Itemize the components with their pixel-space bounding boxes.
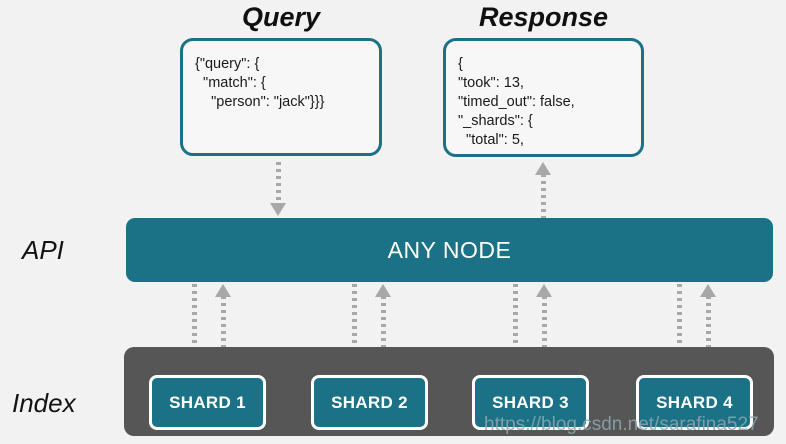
any-node-bar[interactable]: ANY NODE	[126, 218, 773, 282]
api-row-label: API	[22, 235, 64, 265]
arrow-head	[700, 284, 716, 297]
shard-box-4[interactable]: SHARD 4	[636, 375, 753, 430]
arrow-stem	[706, 296, 711, 375]
arrow-api-to-response	[535, 162, 551, 218]
arrow-stem	[381, 296, 386, 375]
arrow-stem	[541, 174, 546, 218]
arrow-head	[375, 284, 391, 297]
arrow-shard-4-to-api	[700, 284, 716, 375]
shard-label: SHARD 3	[492, 392, 569, 412]
arrow-head	[270, 203, 286, 216]
watermark-text: https://blog.csdn.net/sarafina527	[484, 414, 759, 435]
shard-label: SHARD 4	[656, 392, 733, 412]
response-title: Response	[478, 2, 609, 32]
arrow-stem	[352, 284, 357, 362]
arrow-shard-3-to-api	[536, 284, 552, 375]
index-row-label: Index	[12, 388, 76, 418]
arrow-head	[536, 284, 552, 297]
arrow-stem	[677, 284, 682, 362]
shard-box-3[interactable]: SHARD 3	[472, 375, 589, 430]
arrow-stem	[276, 162, 281, 204]
shard-box-1[interactable]: SHARD 1	[149, 375, 266, 430]
response-json-box: { "took": 13, "timed_out": false, "_shar…	[443, 38, 644, 157]
any-node-label: ANY NODE	[387, 236, 512, 263]
shard-label: SHARD 2	[331, 392, 408, 412]
arrow-shard-2-to-api	[375, 284, 391, 375]
arrow-query-to-api	[270, 162, 286, 218]
arrow-stem	[192, 284, 197, 362]
arrow-shard-1-to-api	[215, 284, 231, 375]
arrow-stem	[542, 296, 547, 375]
shard-box-2[interactable]: SHARD 2	[311, 375, 428, 430]
query-title: Query	[241, 2, 321, 32]
arrow-stem	[221, 296, 226, 375]
query-json-text: {"query": { "match": { "person": "jack"}…	[195, 56, 325, 110]
shard-label: SHARD 1	[169, 392, 246, 412]
response-json-text: { "took": 13, "timed_out": false, "_shar…	[458, 56, 575, 148]
arrow-head	[215, 284, 231, 297]
arrow-head	[535, 162, 551, 175]
arrow-stem	[513, 284, 518, 362]
query-json-box: {"query": { "match": { "person": "jack"}…	[180, 38, 382, 156]
